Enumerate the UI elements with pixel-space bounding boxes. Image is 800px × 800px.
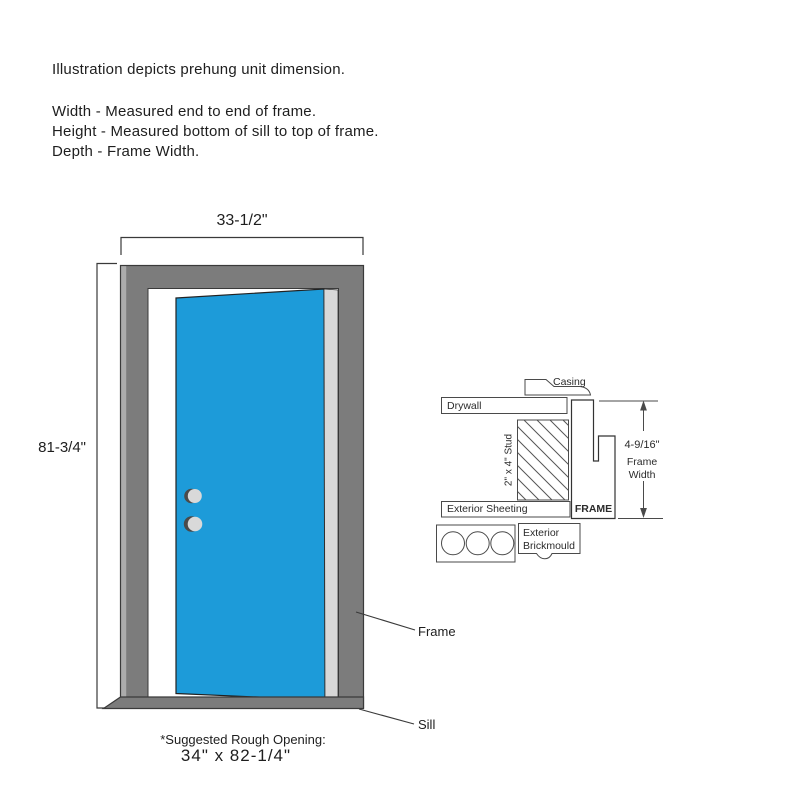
doorknob-icon xyxy=(187,516,203,532)
door-edge-strip xyxy=(323,288,339,701)
arrow-down-icon xyxy=(640,508,647,518)
sill-shape xyxy=(101,696,365,710)
stud-hatch-box xyxy=(517,419,569,501)
brickmould-bead-icon xyxy=(465,531,490,556)
sill-leader-line xyxy=(358,708,415,725)
brickmould-label: Exterior Brickmould xyxy=(523,527,575,552)
intro-definitions: Width - Measured end to end of frame. He… xyxy=(52,102,379,162)
intro-depth-line: Depth - Frame Width. xyxy=(52,143,200,160)
frame-leader-line xyxy=(355,611,416,631)
drywall-label: Drywall xyxy=(447,400,482,412)
rough-opening-size: 34" x 82-1/4" xyxy=(180,746,292,765)
frame-width-caption: Frame Width xyxy=(626,456,658,481)
sill-label: Sill xyxy=(418,717,436,732)
frame-profile xyxy=(570,399,616,520)
frame-profile-label: FRAME xyxy=(574,503,613,515)
brickmould-bead-icon xyxy=(490,531,515,556)
frame-width-dimension: 4-9/16" xyxy=(624,439,660,451)
rough-opening-title: *Suggested Rough Opening: xyxy=(160,732,326,747)
intro-width-line: Width - Measured end to end of frame. xyxy=(52,103,317,120)
frame-label: Frame xyxy=(418,624,456,639)
arrow-up-icon xyxy=(640,400,647,411)
brickmould-profile xyxy=(436,524,516,563)
width-dimension-line xyxy=(120,236,364,255)
brickmould-label-bubble xyxy=(518,523,581,560)
drywall-box xyxy=(441,397,568,414)
stud-label: 2" x 4" Stud xyxy=(503,433,515,487)
intro-title: Illustration depicts prehung unit dimens… xyxy=(52,61,346,78)
intro-height-line: Height - Measured bottom of sill to top … xyxy=(52,123,379,140)
casing-label: Casing xyxy=(553,376,586,388)
height-dimension-label: 81-3/4" xyxy=(38,439,86,456)
casing-profile xyxy=(524,379,592,396)
deadbolt-icon xyxy=(187,489,202,503)
sheeting-box xyxy=(441,501,571,518)
height-dimension-line xyxy=(96,262,117,709)
frame-left-edge-highlight xyxy=(121,266,127,708)
brickmould-bead-icon xyxy=(441,531,465,556)
sheeting-label: Exterior Sheeting xyxy=(447,503,528,515)
width-dimension-label: 33-1/2" xyxy=(216,212,268,229)
